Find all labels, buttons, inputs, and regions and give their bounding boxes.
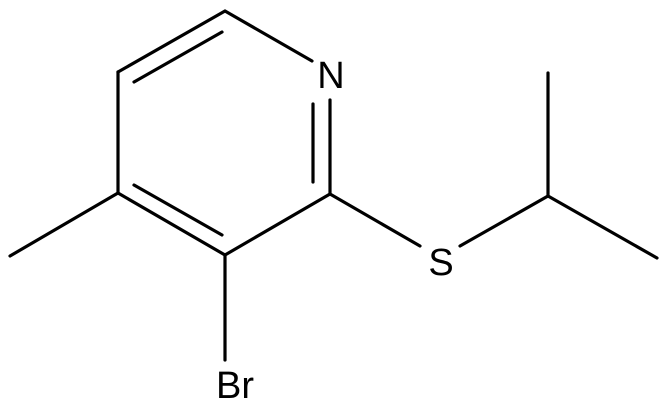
atom-label-s: S	[428, 242, 453, 284]
bond-c4-c3	[116, 191, 227, 257]
bond-c6-c5	[116, 9, 227, 74]
atom-label-br: Br	[216, 365, 254, 407]
bond-c3-c2	[223, 192, 332, 257]
bond-s-ch	[458, 194, 550, 248]
bond-ch-methyl-right	[546, 194, 659, 260]
atom-label-n: N	[317, 55, 344, 97]
bond-layer	[8, 9, 659, 362]
bond-c2-s	[328, 192, 422, 248]
bond-c6-n1	[223, 9, 314, 63]
bond-c6-c5-inner	[132, 30, 224, 84]
atom-labels: N S Br	[216, 55, 454, 407]
bond-c4-methyl	[8, 191, 120, 258]
bond-c4-c3-inner	[132, 183, 224, 237]
